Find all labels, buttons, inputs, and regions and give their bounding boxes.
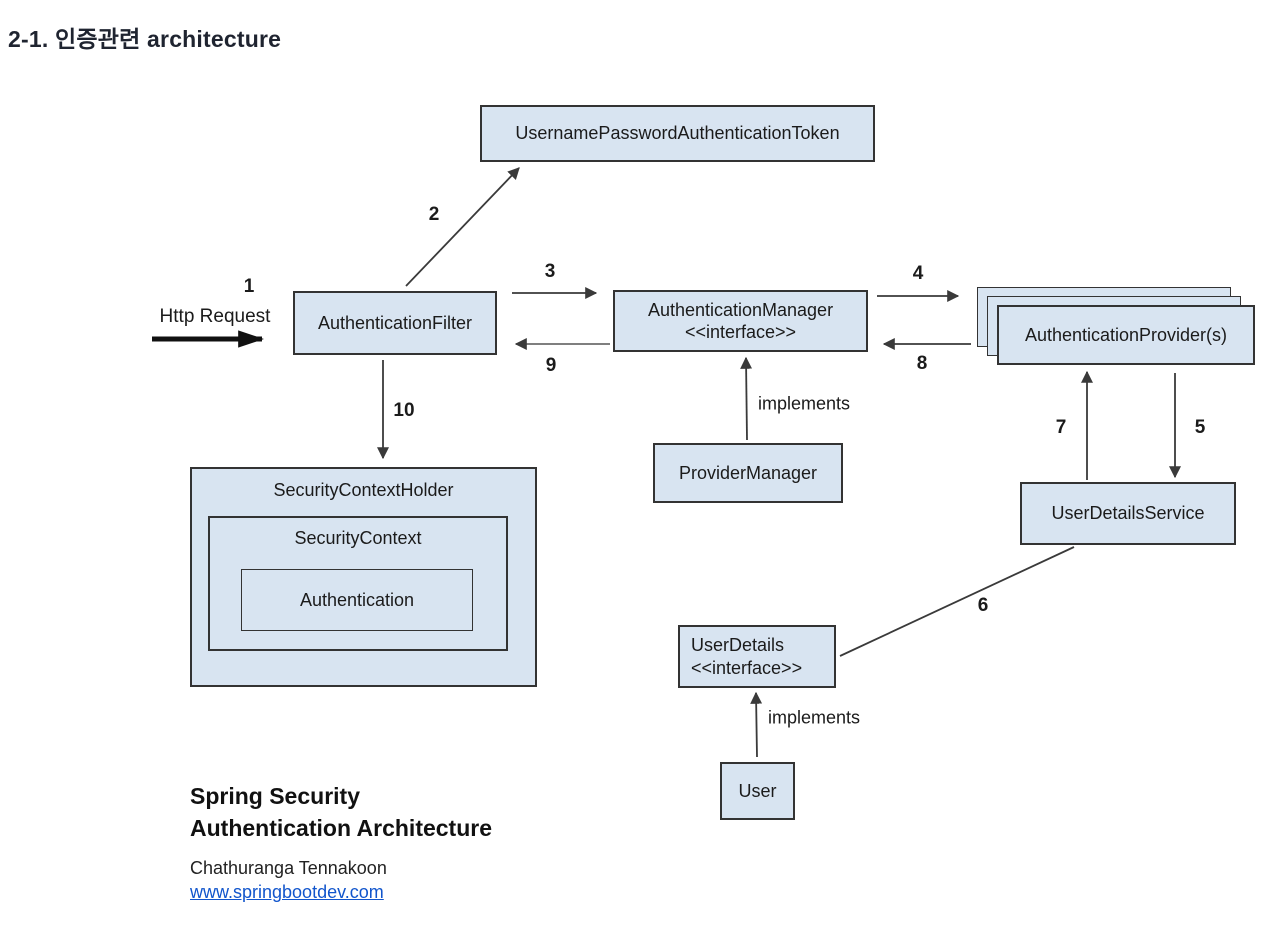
footer-heading-line1: Spring Security [190,783,360,809]
implements-provider-manager-label: implements [758,393,851,414]
box-label: SecurityContext [294,528,422,548]
box-authentication-filter: AuthenticationFilter [293,291,497,355]
box-label: UserDetailsService [1051,503,1205,524]
box-authentication-manager: AuthenticationManager <<interface>> [613,290,868,352]
arrow-implements-provider-manager [740,356,753,441]
implements-user-label: implements [768,707,861,728]
step-8-label: 8 [916,353,928,374]
step-1-label: 1 [243,276,255,297]
box-label: SecurityContextHolder [273,480,454,500]
box-label: Authentication [299,589,415,610]
box-user-details-service: UserDetailsService [1020,482,1236,545]
box-label: User [738,780,777,801]
http-request-label: Http Request [159,306,271,327]
step-2-label: 2 [428,204,440,225]
box-user-details: UserDetails <<interface>> [678,625,836,688]
springbootdev-link[interactable]: www.springbootdev.com [190,882,384,903]
stereotype-label: <<interface>> [684,322,797,342]
step-3-label: 3 [544,261,556,282]
arrow-step-2 [405,167,520,287]
line-step-6 [839,546,1075,657]
step-4-label: 4 [912,263,924,284]
box-label: UserDetails [691,635,785,655]
footer-author: Chathuranga Tennakoon [190,858,387,879]
box-authentication-providers-stack: AuthenticationProvider(s) [977,287,1255,365]
arrow-implements-user [750,691,763,758]
box-label: AuthenticationProvider(s) [1024,324,1228,345]
step-6-label: 6 [977,595,989,616]
box-label: ProviderManager [678,462,818,483]
box-label: AuthenticationManager [647,299,834,320]
box-label: AuthenticationFilter [317,312,473,333]
box-provider-manager: ProviderManager [653,443,843,503]
step-10-label: 10 [393,400,415,421]
stereotype-label: <<interface>> [691,657,803,678]
footer: Spring Security Authentication Architect… [190,780,492,903]
box-label: UsernamePasswordAuthenticationToken [515,123,840,144]
step-7-label: 7 [1055,417,1067,438]
step-9-label: 9 [545,355,557,376]
box-authentication-providers: AuthenticationProvider(s) [997,305,1255,365]
page-title: 2-1. 인증관련 architecture [8,26,282,52]
box-username-password-authentication-token: UsernamePasswordAuthenticationToken [480,105,875,162]
box-authentication: Authentication [241,569,473,631]
step-5-label: 5 [1194,417,1206,438]
footer-heading-line2: Authentication Architecture [190,815,493,842]
box-user: User [720,762,795,820]
